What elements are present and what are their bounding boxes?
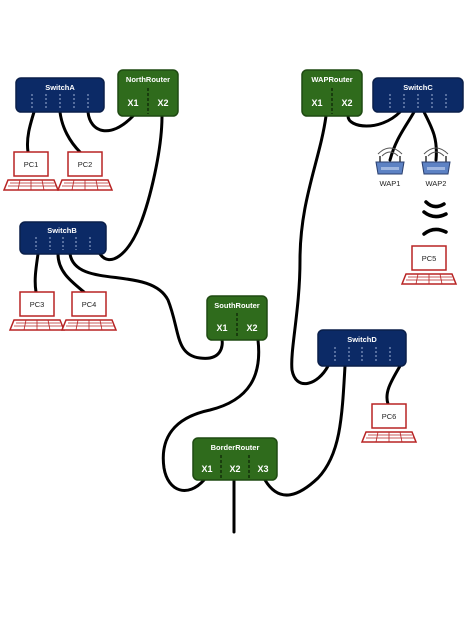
cable-switchb-pc3 xyxy=(33,252,40,294)
cable-switcha-northrouter xyxy=(86,110,135,133)
pc-monitor-icon xyxy=(19,291,55,317)
switch-switchd[interactable]: SwitchD xyxy=(317,329,407,367)
switch-switchb[interactable]: SwitchB xyxy=(19,221,107,255)
pc-pc2[interactable]: PC2 xyxy=(56,151,114,191)
pc-pc4[interactable]: PC4 xyxy=(60,291,118,331)
router-borderrouter[interactable]: BorderRouter X1 X2 X3 xyxy=(192,437,278,481)
router-label: WAPRouter xyxy=(311,75,352,84)
cable-borderrouter-switchd xyxy=(263,364,347,497)
switch-label: SwitchA xyxy=(45,83,75,92)
keyboard-keys xyxy=(66,319,114,331)
cable-switchb-pc4 xyxy=(56,252,86,294)
pc-monitor-icon xyxy=(71,291,107,317)
port-x1: X1 xyxy=(216,323,227,333)
port-x3: X3 xyxy=(257,464,268,474)
cable-northrouter-switchb xyxy=(98,114,164,261)
pc-pc5[interactable]: PC5 xyxy=(400,245,458,285)
cable-switcha-pc1 xyxy=(26,110,36,154)
wifi-arc-icon xyxy=(423,147,449,155)
pc-label: PC4 xyxy=(82,300,97,309)
port-dashes xyxy=(334,347,391,362)
keyboard-keys xyxy=(8,179,56,191)
port-x2: X2 xyxy=(246,323,257,333)
pc-monitor-icon xyxy=(67,151,103,177)
wireless-signal-icon xyxy=(422,200,448,236)
cable-southrouter-borderrouter xyxy=(161,338,261,492)
pc-pc6[interactable]: PC6 xyxy=(360,403,418,443)
pc-pc3[interactable]: PC3 xyxy=(8,291,66,331)
router-body xyxy=(192,437,278,481)
cable-switchc-wap1 xyxy=(388,110,416,162)
wifi-arc-icon xyxy=(381,151,399,157)
switch-label: SwitchB xyxy=(47,226,77,235)
keyboard-keys xyxy=(62,179,110,191)
access-point-lights xyxy=(381,167,399,170)
pc-pc1[interactable]: PC1 xyxy=(2,151,60,191)
pc-label: PC5 xyxy=(422,254,437,263)
router-label: SouthRouter xyxy=(214,301,259,310)
cables xyxy=(26,110,438,534)
cable-waprouter-switchd xyxy=(290,114,330,386)
cable-switchd-pc6 xyxy=(385,364,402,406)
wifi-arc-icon xyxy=(377,147,403,155)
keyboard-keys xyxy=(406,273,454,285)
pc-monitor-icon xyxy=(411,245,447,271)
cable-switchc-wap2 xyxy=(422,110,438,162)
cable-switchb-southrouter xyxy=(68,252,224,360)
access-point-lights xyxy=(427,167,445,170)
keyboard-keys xyxy=(14,319,62,331)
port-x1: X1 xyxy=(201,464,212,474)
wap-label: WAP2 xyxy=(426,179,447,188)
router-southrouter[interactable]: SouthRouter X1 X2 xyxy=(206,295,268,341)
port-x1: X1 xyxy=(127,98,138,108)
router-waprouter[interactable]: WAPRouter X1 X2 xyxy=(301,69,363,117)
pc-label: PC3 xyxy=(30,300,45,309)
switch-label: SwitchC xyxy=(403,83,433,92)
router-label: BorderRouter xyxy=(211,443,260,452)
pc-label: PC6 xyxy=(382,412,397,421)
port-x2: X2 xyxy=(229,464,240,474)
switch-switcha[interactable]: SwitchA xyxy=(15,77,105,113)
router-northrouter[interactable]: NorthRouter X1 X2 xyxy=(117,69,179,117)
wap-wap2[interactable]: WAP2 xyxy=(421,147,451,188)
pc-label: PC1 xyxy=(24,160,39,169)
pc-label: PC2 xyxy=(78,160,93,169)
switch-label: SwitchD xyxy=(347,335,377,344)
port-x2: X2 xyxy=(157,98,168,108)
pc-monitor-icon xyxy=(371,403,407,429)
port-x1: X1 xyxy=(311,98,322,108)
cable-waprouter-switchc xyxy=(346,110,402,128)
port-x2: X2 xyxy=(341,98,352,108)
keyboard-keys xyxy=(366,431,414,443)
pc-monitor-icon xyxy=(13,151,49,177)
switch-switchc[interactable]: SwitchC xyxy=(372,77,464,113)
cable-switcha-pc2 xyxy=(58,110,82,154)
wap-wap1[interactable]: WAP1 xyxy=(375,147,405,188)
wifi-arc-icon xyxy=(427,151,445,157)
wap-label: WAP1 xyxy=(380,179,401,188)
router-label: NorthRouter xyxy=(126,75,170,84)
